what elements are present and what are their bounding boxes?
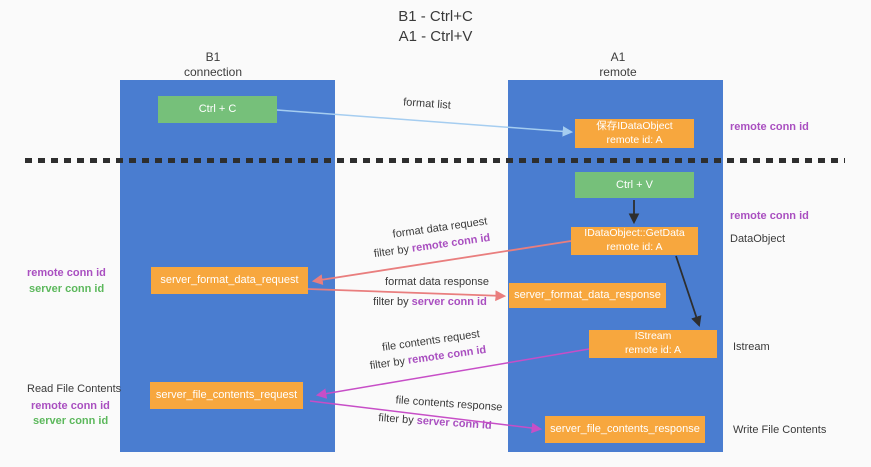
server-format-data-response-label: server_format_data_response	[514, 289, 661, 302]
flow-label-format-data-response: format data response	[385, 276, 489, 288]
server-conn-id-text: server conn id	[411, 296, 487, 308]
arrow-format-data-response	[307, 288, 507, 302]
ctrl-c-label: Ctrl + C	[198, 103, 237, 116]
server-format-data-response-box: server_format_data_response	[509, 283, 666, 308]
save-idataobject-label: 保存IDataObject	[596, 119, 673, 132]
title-line-copy: B1 - Ctrl+C	[398, 8, 473, 25]
annotation-istream: Istream	[733, 341, 770, 353]
server-file-contents-response-box: server_file_contents_response	[545, 416, 705, 443]
idataobject-getdata-box: IDataObject::GetData remote id: A	[571, 227, 698, 255]
annotation-remote-conn-id-left2: remote conn id	[31, 400, 110, 412]
lane-b1-subtitle: connection	[183, 65, 243, 79]
annotation-read-file-contents: Read File Contents	[27, 383, 122, 395]
server-format-data-request-box: server_format_data_request	[151, 267, 308, 294]
phase-separator-dashed-line	[25, 158, 845, 163]
istream-box: IStream remote id: A	[589, 330, 717, 358]
flow-label-format-list: format list	[402, 96, 452, 112]
annotation-write-file-contents: Write File Contents	[733, 424, 827, 436]
save-idataobject-box: 保存IDataObject remote id: A	[575, 119, 694, 148]
save-idataobject-remote-id: remote id: A	[606, 133, 663, 146]
ctrl-v-box: Ctrl + V	[575, 172, 694, 198]
server-conn-id-text: server conn id	[416, 414, 493, 432]
lane-header-a1: A1 remote	[538, 50, 698, 80]
filter-by-text: filter by	[373, 243, 410, 261]
lane-a1-name: A1	[610, 50, 626, 64]
filter-by-text: filter by	[369, 355, 406, 373]
lane-header-b1: B1 connection	[133, 50, 293, 80]
annotation-remote-conn-id-mid: remote conn id	[730, 210, 809, 222]
lane-b1-name: B1	[205, 50, 221, 64]
ctrl-c-box: Ctrl + C	[158, 96, 277, 123]
lane-a1-subtitle: remote	[599, 65, 637, 79]
title-line-paste: A1 - Ctrl+V	[398, 28, 473, 46]
getdata-label: IDataObject::GetData	[584, 227, 685, 240]
istream-remote-id: remote id: A	[624, 344, 682, 356]
getdata-remote-id: remote id: A	[606, 241, 663, 253]
ctrl-v-label: Ctrl + V	[616, 178, 653, 191]
annotation-dataobject: DataObject	[730, 233, 786, 245]
server-file-contents-request-label: server_file_contents_request	[155, 389, 298, 402]
annotation-remote-conn-id-top: remote conn id	[730, 121, 809, 133]
server-file-contents-response-label: server_file_contents_response	[550, 423, 700, 436]
flow-label-file-contents-response: file contents response	[395, 394, 503, 414]
server-format-data-request-label: server_format_data_request	[160, 274, 299, 287]
annotation-remote-conn-id-left1: remote conn id	[27, 267, 106, 279]
filter-by-text: filter by	[377, 412, 415, 427]
flow-label-filter-remote-1: filter byremote conn id	[373, 232, 491, 260]
diagram-title: B1 - Ctrl+C A1 - Ctrl+V	[0, 7, 871, 48]
istream-label: IStream	[634, 330, 672, 343]
filter-by-text: filter by	[373, 296, 409, 308]
server-file-contents-request-box: server_file_contents_request	[150, 382, 303, 409]
annotation-server-conn-id-left2: server conn id	[33, 415, 109, 427]
annotation-server-conn-id-left1: server conn id	[29, 283, 105, 295]
